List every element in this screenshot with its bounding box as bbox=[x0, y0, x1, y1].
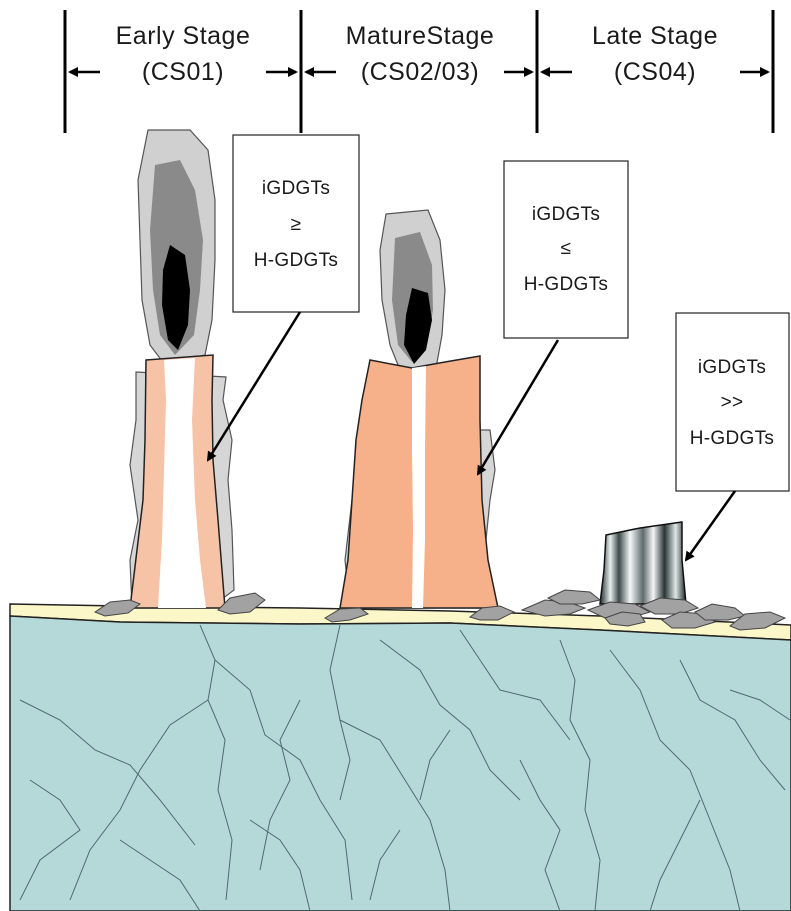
stage-mature-code: (CS02/03) bbox=[361, 58, 479, 86]
stage-mature-name: MatureStage bbox=[346, 22, 495, 50]
seafloor bbox=[10, 604, 791, 911]
late-chimney-body bbox=[600, 522, 686, 604]
annotation-early-line2: ≥ bbox=[291, 214, 302, 235]
annotation-late-line3: H-GDGTs bbox=[690, 428, 774, 449]
stage-late-name: Late Stage bbox=[592, 22, 718, 50]
annotation-mature-line3: H-GDGTs bbox=[524, 274, 608, 295]
annotation-mature-line1: iGDGTs bbox=[532, 204, 600, 225]
annotation-mature-arrow bbox=[478, 340, 558, 474]
stage-late-code: (CS04) bbox=[614, 58, 696, 86]
annotation-early: iGDGTs ≥ H-GDGTs bbox=[208, 135, 359, 460]
annotation-late: iGDGTs >> H-GDGTs bbox=[676, 313, 789, 560]
mature-chimney bbox=[340, 210, 498, 608]
annotation-mature-line2: ≤ bbox=[561, 238, 572, 259]
stage-early-name: Early Stage bbox=[116, 22, 251, 50]
annotation-late-line2: >> bbox=[721, 392, 744, 413]
annotation-mature: iGDGTs ≤ H-GDGTs bbox=[478, 161, 628, 474]
early-chimney bbox=[130, 130, 234, 608]
annotation-early-line1: iGDGTs bbox=[262, 178, 330, 199]
annotation-late-arrow bbox=[686, 491, 735, 560]
annotation-early-line3: H-GDGTs bbox=[254, 250, 338, 271]
stage-early-code: (CS01) bbox=[142, 58, 224, 86]
mature-chimney-conduit bbox=[412, 366, 426, 608]
stage-labels: Early Stage (CS01) MatureStage (CS02/03)… bbox=[116, 22, 718, 86]
late-chimney bbox=[600, 522, 686, 604]
annotation-late-line1: iGDGTs bbox=[698, 357, 766, 378]
